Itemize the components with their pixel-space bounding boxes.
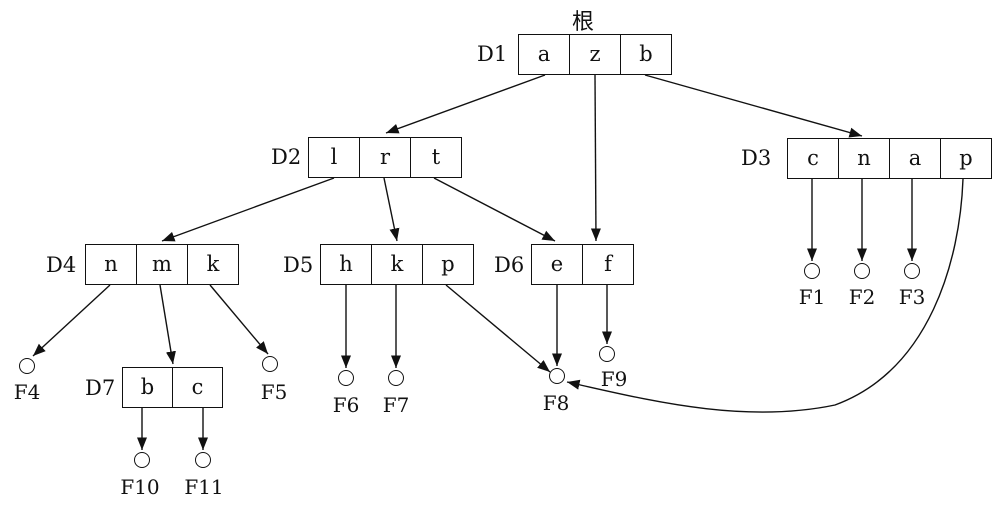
root-label: 根 [571, 10, 594, 35]
directory-d2: l r t [308, 137, 462, 178]
file-node-f5 [262, 356, 278, 372]
entry-cell: a [519, 35, 570, 74]
entry-cell: r [360, 138, 411, 177]
directory-label-d3: D3 [741, 146, 772, 170]
file-label-f2: F2 [848, 285, 876, 309]
edge-D1-a-D2 [385, 74, 546, 134]
entry-cell: c [191, 375, 204, 399]
file-node-f1 [804, 263, 820, 279]
directory-label-d6: D6 [494, 253, 525, 277]
entry-cell: l [309, 138, 360, 177]
file-label-f5: F5 [260, 380, 288, 404]
edge-D5-p-F8 [445, 284, 551, 373]
entry-cell: z [570, 35, 621, 74]
entry-cell: b [639, 42, 653, 66]
entry-cell: t [431, 145, 441, 169]
directory-d7: b c [122, 367, 223, 408]
entry-cell: f [604, 252, 612, 276]
file-node-f4 [19, 358, 35, 374]
directory-d4: n m k [85, 244, 239, 285]
directory-label-d5: D5 [283, 253, 314, 277]
entry-cell: n [86, 245, 137, 284]
entry-cell: c [788, 139, 839, 178]
directory-d1: a z b [518, 34, 672, 75]
entry-cell: p [959, 146, 973, 170]
entry-cell: b [123, 368, 173, 407]
entry-cell: k [206, 252, 220, 276]
edge-D1-z-D6 [590, 74, 601, 242]
file-label-f3: F3 [898, 285, 926, 309]
entry-cell: e [532, 245, 583, 284]
file-label-f8: F8 [542, 391, 570, 415]
file-node-f3 [904, 263, 920, 279]
entry-cell: p [441, 252, 455, 276]
file-node-f9 [599, 346, 615, 362]
entry-cell: h [321, 245, 372, 284]
entry-cell: a [890, 139, 941, 178]
file-label-f10: F10 [120, 475, 160, 499]
directory-d3: c n a p [787, 138, 992, 179]
edge-D1-b-D3 [644, 74, 863, 138]
file-label-f9: F9 [600, 367, 628, 391]
directory-d6: e f [531, 244, 634, 285]
file-label-f11: F11 [184, 475, 224, 499]
entry-cell: n [839, 139, 890, 178]
file-node-f7 [388, 370, 404, 386]
file-node-f10 [134, 452, 150, 468]
file-label-f7: F7 [382, 393, 410, 417]
directory-label-d4: D4 [46, 253, 77, 277]
file-node-f2 [854, 263, 870, 279]
file-label-f6: F6 [332, 393, 360, 417]
edge-D2-l-D4 [161, 177, 335, 242]
directory-label-d2: D2 [271, 145, 302, 169]
file-node-f11 [195, 452, 211, 468]
file-node-f8 [549, 368, 565, 384]
edge-D4-n-F4 [32, 284, 111, 357]
entry-cell: m [137, 245, 188, 284]
entry-cell: k [372, 245, 423, 284]
file-label-f1: F1 [798, 285, 826, 309]
file-node-f6 [338, 370, 354, 386]
edge-D3-p-F8 [566, 178, 964, 413]
file-label-f4: F4 [13, 380, 41, 404]
directory-label-d1: D1 [477, 42, 508, 66]
directory-d5: h k p [320, 244, 474, 285]
edge-D2-t-D6 [433, 177, 556, 242]
edge-D4-k-F5 [209, 284, 269, 355]
edge-D4-m-D7 [159, 284, 176, 365]
edge-D2-r-D5 [383, 177, 400, 242]
directory-label-d7: D7 [85, 376, 116, 400]
